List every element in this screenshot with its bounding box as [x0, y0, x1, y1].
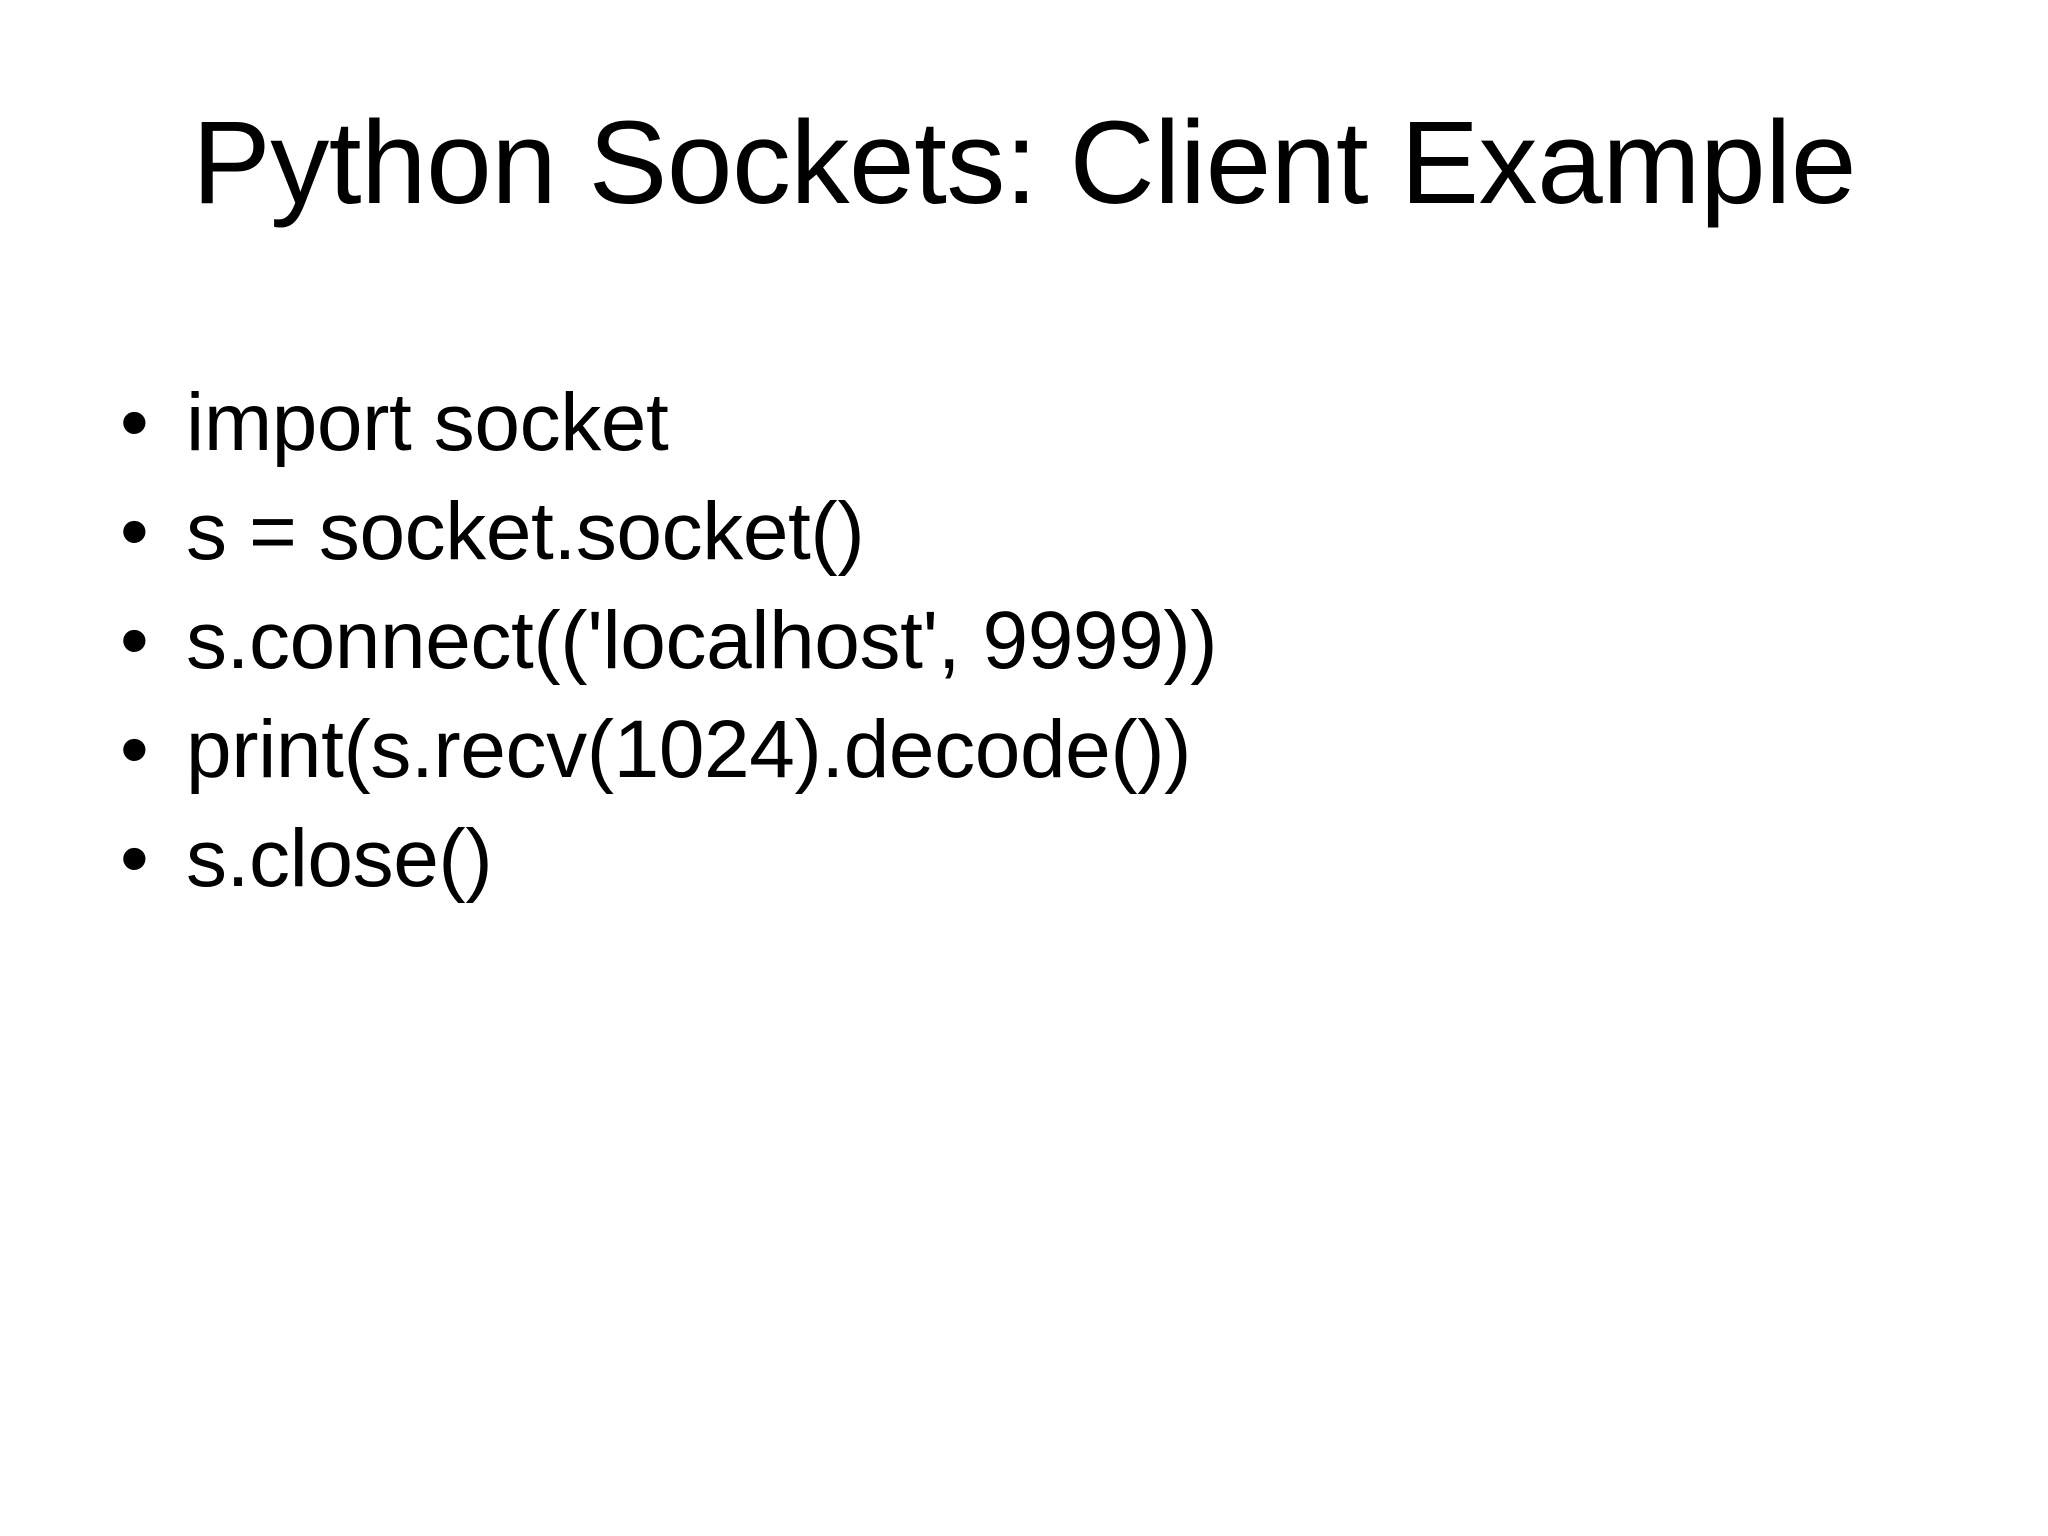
bullet-dot-icon: •	[120, 486, 149, 577]
list-item[interactable]: • s.connect(('localhost', 9999))	[120, 586, 1920, 695]
bullet-dot-icon: •	[120, 813, 149, 904]
bullet-dot-icon: •	[120, 377, 149, 468]
list-item-label: print(s.recv(1024).decode())	[186, 704, 1192, 795]
list-item[interactable]: • s.close()	[120, 804, 1920, 913]
page-title: Python Sockets: Client Example	[191, 97, 1857, 229]
list-item[interactable]: • import socket	[120, 368, 1920, 477]
list-item[interactable]: • print(s.recv(1024).decode())	[120, 695, 1920, 804]
list-item-label: s.connect(('localhost', 9999))	[186, 595, 1218, 686]
bullet-dot-icon: •	[120, 595, 149, 686]
list-item[interactable]: • s = socket.socket()	[120, 477, 1920, 586]
list-item-label: s.close()	[186, 813, 493, 904]
bullet-list: • import socket • s = socket.socket() • …	[120, 368, 1920, 913]
bullet-dot-icon: •	[120, 704, 149, 795]
list-item-label: import socket	[186, 377, 669, 468]
list-item-label: s = socket.socket()	[186, 486, 865, 577]
